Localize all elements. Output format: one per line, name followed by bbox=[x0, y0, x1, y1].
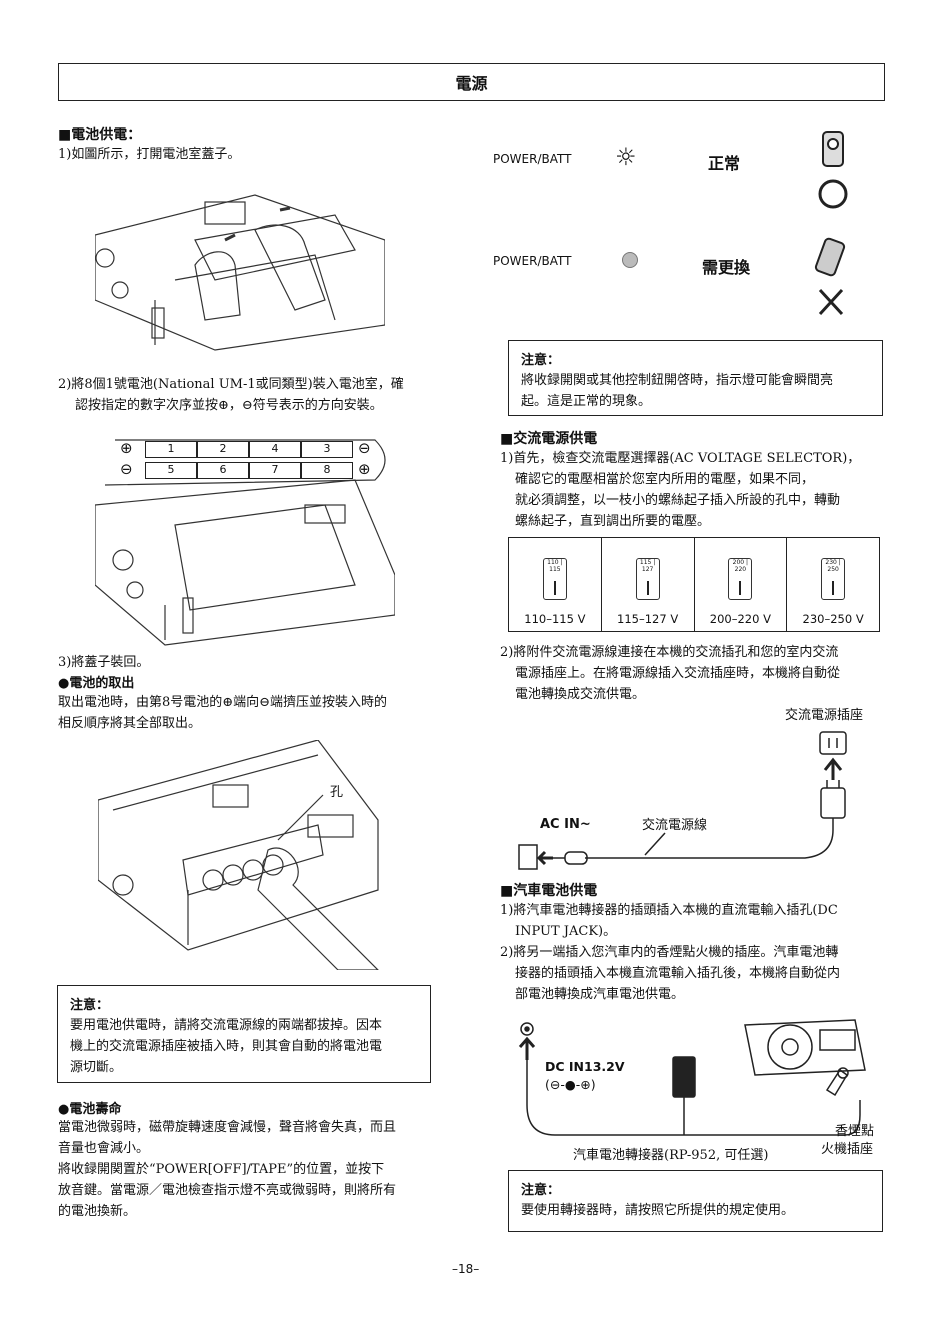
removal-line1: 取出電池時，由第8号電池的⊕端向⊖端擠压並按裝入時的 bbox=[58, 695, 388, 710]
voltage-range: 200–220 V bbox=[709, 612, 771, 626]
hole-label: 孔 bbox=[330, 785, 344, 800]
battery-slot-1: 1 bbox=[145, 441, 197, 458]
life-line3: 將收録開関置於“POWER[OFF]/TAPE”的位置，並按下 bbox=[58, 1162, 385, 1177]
life-line2: 音量也會減小。 bbox=[58, 1141, 150, 1156]
plus-icon: ⊕ bbox=[120, 439, 133, 457]
battery-row-bottom: 5 6 7 8 bbox=[145, 462, 353, 479]
battery-slot-7: 7 bbox=[249, 462, 301, 479]
ac-step1-line2: 確認它的電壓相當於您室内所用的電壓，如果不同， bbox=[515, 472, 815, 487]
open-cover-illustration bbox=[95, 180, 385, 355]
voltage-option: 200 | 220 200–220 V bbox=[695, 538, 788, 631]
car-step1-line2: INPUT JACK)。 bbox=[515, 924, 617, 939]
battery-slot-8: 8 bbox=[301, 462, 353, 479]
lighter-label-line1: 香煙點 bbox=[835, 1124, 875, 1139]
note-line: 機上的交流電源插座被插入時，則其會自動的將電池電 bbox=[70, 1039, 383, 1054]
battery-slot-5: 5 bbox=[145, 462, 197, 479]
indicator-label-normal: POWER/BATT bbox=[493, 152, 572, 166]
car-power-heading: 汽車電池供電 bbox=[500, 880, 597, 900]
adapter-label: 汽車電池轉接器(RP-952, 可任選) bbox=[573, 1148, 769, 1163]
battery-slot-2: 2 bbox=[197, 441, 249, 458]
life-line4: 放音鍵。當電源／電池檢查指示燈不亮或微弱時，則將所有 bbox=[58, 1183, 397, 1198]
note-title: 注意： bbox=[521, 1183, 561, 1198]
adapter-note-box: 注意： 要使用轉接器時，請按照它所提供的規定使用。 bbox=[508, 1170, 883, 1232]
lamp-dim-icon bbox=[622, 252, 638, 268]
battery-power-heading: 電池供電： bbox=[58, 124, 141, 144]
battery-layout-illustration: 1 2 4 3 5 6 7 8 ⊕ ⊖ ⊖ ⊕ bbox=[95, 435, 395, 650]
step1-text: 1)如圖所示，打開電池室蓋子。 bbox=[58, 147, 241, 162]
ac-step2-line3: 電池轉換成交流供電。 bbox=[515, 687, 646, 702]
voltage-dial-icon: 110 | 115 bbox=[542, 558, 567, 600]
step2-line2: 認按指定的數字次序並按⊕，⊖符号表示的方向安裝。 bbox=[75, 398, 383, 413]
ac-step2-line2: 電源插座上。在將電源線插入交流插座時，本機將自動從 bbox=[515, 666, 841, 681]
battery-note-box: 注意： 要用電池供電時，請將交流電源線的兩端都拔掉。因本 機上的交流電源插座被插… bbox=[57, 985, 431, 1083]
note-title: 注意： bbox=[70, 998, 110, 1013]
voltage-dial-icon: 230 | 250 bbox=[821, 558, 846, 600]
cord-label: 交流電源線 bbox=[642, 818, 708, 833]
battery-slot-3: 3 bbox=[301, 441, 353, 458]
ac-power-heading: 交流電源供電 bbox=[500, 428, 597, 448]
note-line: 將收録開関或其他控制鈕開啓時，指示燈可能會瞬間亮 bbox=[521, 373, 834, 388]
dc-polarity-label: (⊖-●-⊕) bbox=[545, 1077, 596, 1092]
battery-slot-6: 6 bbox=[197, 462, 249, 479]
ac-step1-line1: 1)首先，檢查交流電壓選擇器(AC VOLTAGE SELECTOR)， bbox=[500, 451, 861, 466]
ac-step2-line1: 2)將附件交流電源線連接在本機的交流插孔和您的室内交流 bbox=[500, 645, 839, 660]
indicator-label-replace: POWER/BATT bbox=[493, 254, 572, 268]
life-line5: 的電池換新。 bbox=[58, 1204, 137, 1219]
dc-in-label: DC IN13.2V bbox=[545, 1059, 625, 1074]
plus-icon: ⊕ bbox=[358, 460, 371, 478]
step3-text: 3)將蓋子裝回。 bbox=[58, 655, 150, 670]
note-line: 源切斷。 bbox=[70, 1060, 123, 1075]
minus-icon: ⊖ bbox=[358, 439, 371, 457]
status-normal: 正常 bbox=[708, 154, 741, 173]
removal-heading: ●電池的取出 bbox=[58, 676, 135, 691]
life-line1: 當電池微弱時，磁帶旋轉速度會減慢，聲音將會失真，而且 bbox=[58, 1120, 397, 1135]
voltage-range: 115–127 V bbox=[617, 612, 679, 626]
voltage-option: 110 | 115 110–115 V bbox=[509, 538, 602, 631]
car-step2-line1: 2)將另一端插入您汽車内的香煙點火機的插座。汽車電池轉 bbox=[500, 945, 839, 960]
ac-step1-line3: 就必須調整，以一枝小的螺絲起子插入所設的孔中，轉動 bbox=[515, 493, 841, 508]
ac-in-label: AC IN~ bbox=[540, 817, 591, 832]
page-title-text: 電源 bbox=[455, 74, 488, 93]
voltage-dial-icon: 200 | 220 bbox=[728, 558, 753, 600]
note-title: 注意： bbox=[521, 353, 561, 368]
good-battery-icon bbox=[815, 130, 851, 215]
note-line: 起。這是正常的現象。 bbox=[521, 394, 652, 409]
step2-line1: 2)將8個1號電池(National UM-1或同類型)裝入電池室，確 bbox=[58, 377, 404, 392]
voltage-option: 230 | 250 230–250 V bbox=[787, 538, 879, 631]
outlet-label: 交流電源插座 bbox=[785, 708, 864, 723]
battery-removal-illustration: 孔 bbox=[98, 740, 398, 970]
car-step2-line2: 接器的插頭插入本機直流電輸入插孔後，本機將自動從内 bbox=[515, 966, 841, 981]
status-replace: 需更換 bbox=[702, 258, 751, 277]
voltage-dial-icon: 115 | 127 bbox=[635, 558, 660, 600]
minus-icon: ⊖ bbox=[120, 460, 133, 478]
battery-life-heading: ●電池壽命 bbox=[58, 1102, 122, 1117]
weak-battery-icon bbox=[810, 232, 855, 317]
page-number: –18– bbox=[452, 1262, 480, 1276]
battery-slot-4: 4 bbox=[249, 441, 301, 458]
car-step2-line3: 部電池轉換成汽車電池供電。 bbox=[515, 987, 685, 1002]
car-step1-line1: 1)將汽車電池轉接器的插頭插入本機的直流電輸入插孔(DC bbox=[500, 903, 838, 918]
voltage-range: 230–250 V bbox=[802, 612, 864, 626]
ac-cord-diagram: AC IN~ 交流電源線 bbox=[505, 730, 875, 875]
lighter-label-line2: 火機插座 bbox=[821, 1142, 874, 1157]
voltage-selector-table: 110 | 115 110–115 V 115 | 127 115–127 V … bbox=[508, 537, 880, 632]
page-title: 電源 bbox=[58, 63, 885, 101]
note-line: 要使用轉接器時，請按照它所提供的規定使用。 bbox=[521, 1203, 795, 1218]
removal-line2: 相反順序將其全部取出。 bbox=[58, 716, 202, 731]
note-line: 要用電池供電時，請將交流電源線的兩端都拔掉。因本 bbox=[70, 1018, 383, 1033]
car-adapter-diagram: DC IN13.2V (⊖-●-⊕) 香煙點 火機插座 bbox=[515, 1015, 880, 1165]
lamp-on-icon: ☼ bbox=[615, 143, 637, 171]
indicator-note-box: 注意： 將收録開関或其他控制鈕開啓時，指示燈可能會瞬間亮 起。這是正常的現象。 bbox=[508, 340, 883, 416]
voltage-option: 115 | 127 115–127 V bbox=[602, 538, 695, 631]
voltage-range: 110–115 V bbox=[524, 612, 586, 626]
battery-row-top: 1 2 4 3 bbox=[145, 441, 353, 458]
ac-step1-line4: 螺絲起子，直到調出所要的電壓。 bbox=[515, 514, 711, 529]
